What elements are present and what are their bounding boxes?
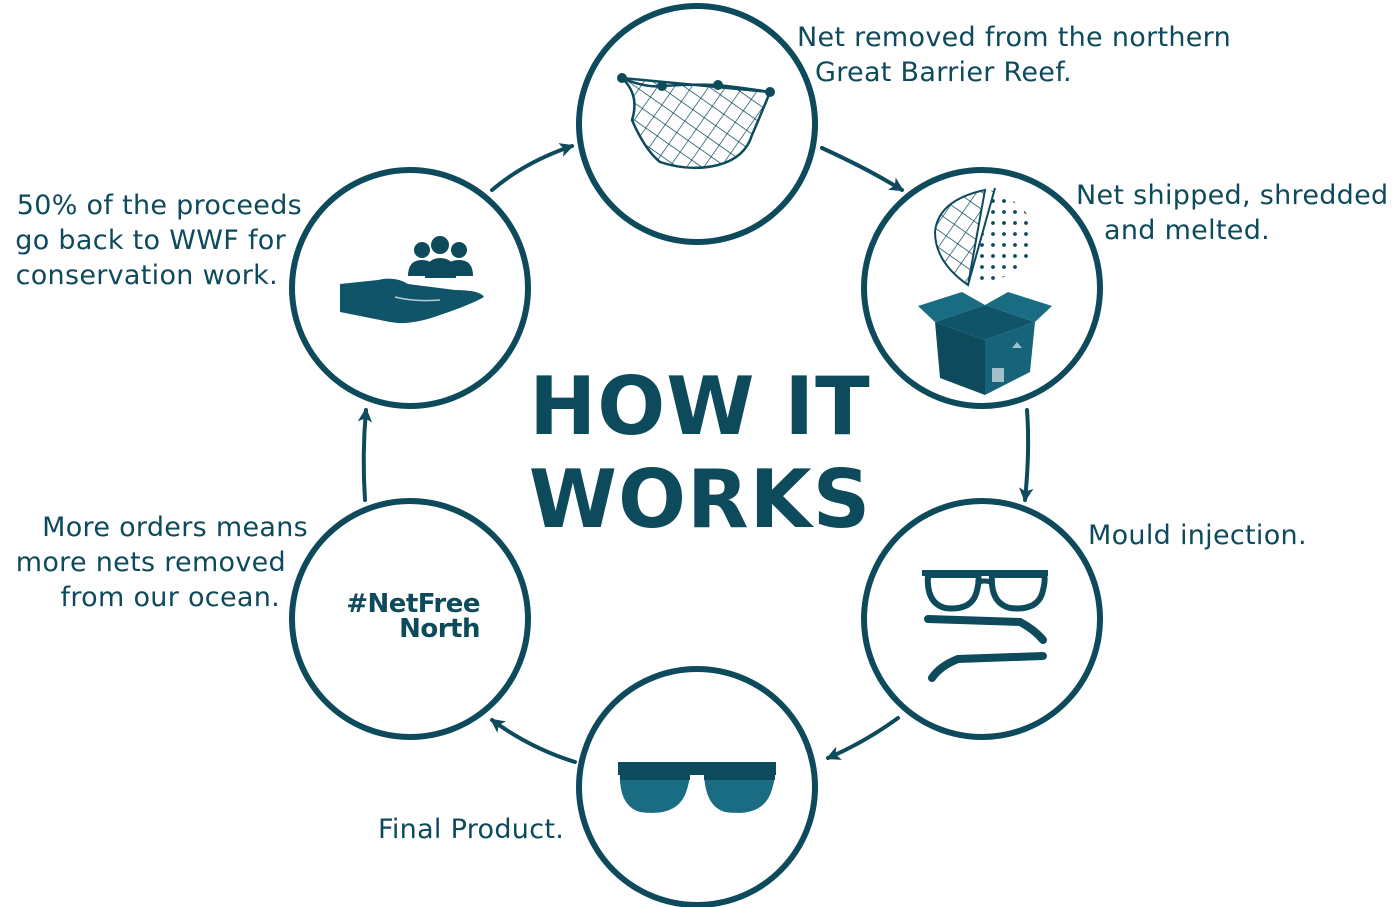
hand-community-icon — [340, 236, 484, 324]
arrow-step1-to-step2 — [820, 146, 905, 192]
shredded-net-box-icon — [918, 187, 1052, 395]
step-2-caption-line: Net shipped, shredded — [1076, 180, 1389, 211]
step-3-caption: Mould injection. — [1088, 518, 1307, 553]
title-line-1: HOW IT — [529, 360, 871, 453]
step-3-caption-line: Mould injection. — [1088, 520, 1307, 551]
step-1-caption-line: Net removed from the northern — [797, 22, 1232, 53]
step-5-caption-line: from our ocean. — [60, 582, 280, 613]
glasses-parts-icon — [922, 570, 1048, 682]
step-6-caption: 50% of the proceeds go back to WWF for c… — [0, 188, 302, 293]
hashtag-line-1: #NetFree — [346, 589, 480, 619]
arrow-step5-to-step6 — [357, 407, 373, 502]
arrow-step6-to-step1 — [490, 143, 575, 192]
arrow-step4-to-step5 — [490, 718, 577, 764]
step-6-caption-line: conservation work. — [15, 260, 278, 291]
hashtag-logo: #NetFree North — [318, 589, 480, 644]
diagram-title: HOW IT WORKS — [470, 360, 930, 546]
step-1-caption: Net removed from the northern Great Barr… — [797, 20, 1231, 90]
step-2-circle — [861, 167, 1103, 409]
fishing-net-icon — [617, 73, 775, 170]
step-2-caption: Net shipped, shredded and melted. — [1076, 178, 1388, 248]
step-6-caption-line: go back to WWF for — [15, 225, 286, 256]
step-circles — [289, 3, 1103, 907]
hashtag-line-2: North — [399, 614, 480, 644]
arrow-step2-to-step3 — [1019, 408, 1034, 503]
step-4-caption-line: Final Product. — [378, 814, 565, 845]
step-5-caption-line: More orders means — [42, 512, 308, 543]
step-1-caption-line: Great Barrier Reef. — [815, 57, 1072, 88]
arrow-step3-to-step4 — [825, 716, 900, 760]
step-2-caption-line: and melted. — [1104, 215, 1271, 246]
cycle-arrows — [357, 143, 1034, 764]
step-6-caption-line: 50% of the proceeds — [16, 190, 302, 221]
sunglasses-icon — [618, 762, 776, 813]
step-5-circle — [289, 498, 531, 740]
title-line-2: WORKS — [528, 453, 872, 546]
step-5-caption-line: more nets removed — [15, 547, 286, 578]
step-5-caption: More orders means more nets removed from… — [0, 510, 308, 615]
step-4-circle — [576, 666, 818, 907]
step-4-caption: Final Product. — [378, 812, 564, 847]
